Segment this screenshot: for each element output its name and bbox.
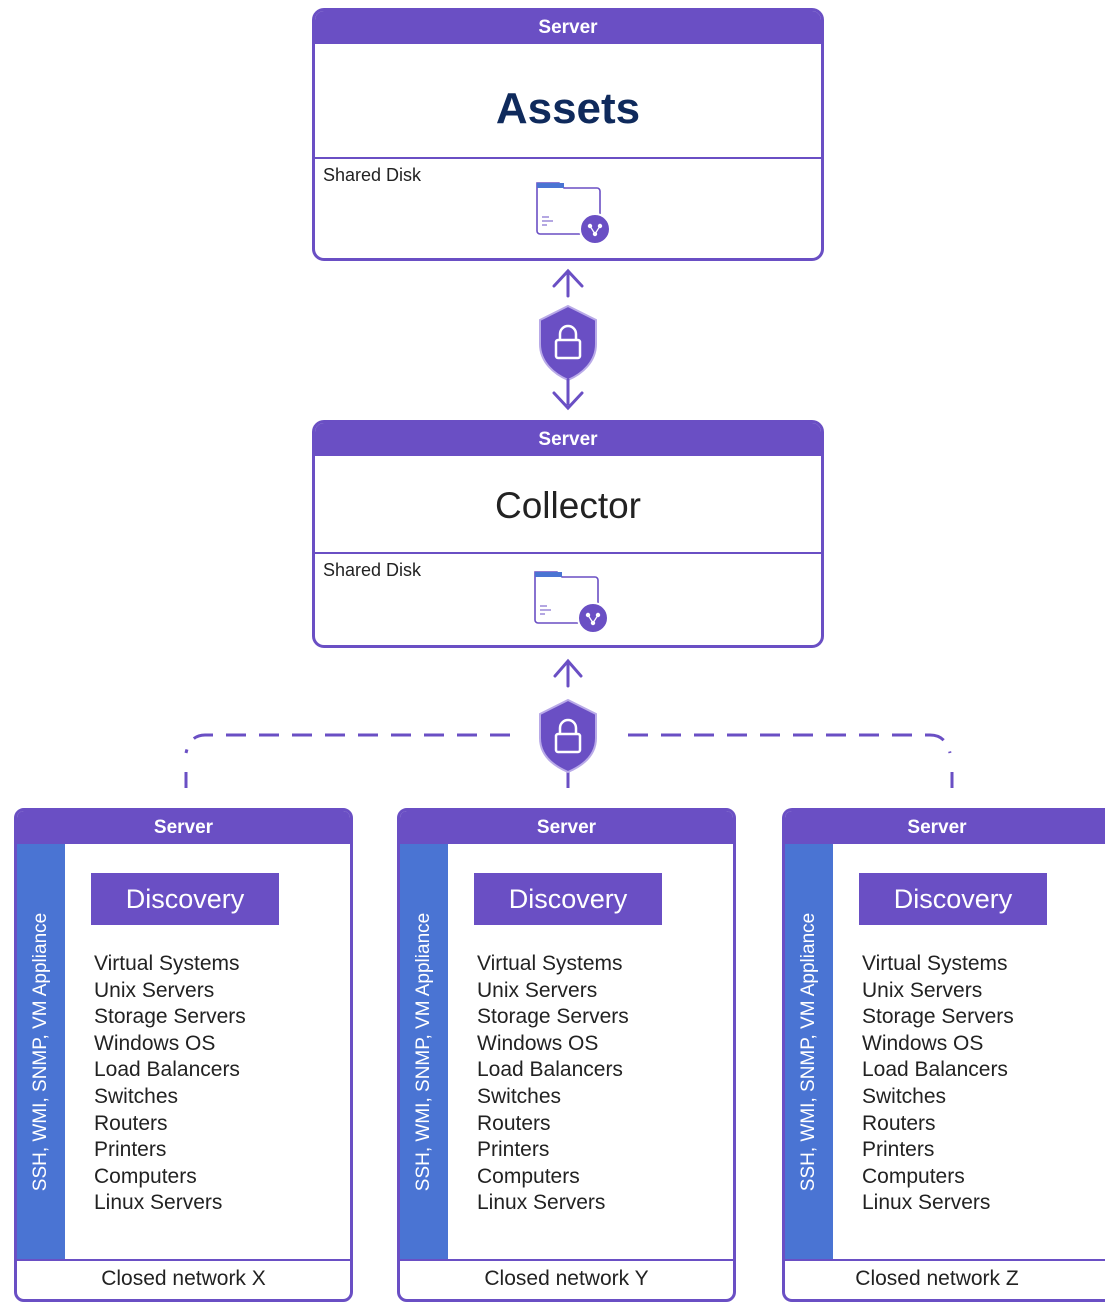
list-item: Windows OS [862,1031,984,1055]
dashed-drop-ticks [184,772,954,788]
protocol-label: SSH, WMI, SNMP, VM Appliance [798,912,819,1191]
list-item: Virtual Systems [477,952,623,975]
shield-lock-icon [539,304,597,382]
discovery-server-header: Server [785,811,1105,844]
list-item: Virtual Systems [862,952,1008,975]
list-item: Computers [862,1164,965,1188]
list-item: Routers [94,1111,168,1135]
collector-title: Collector [495,485,641,526]
dashed-branch-lines [184,733,952,754]
collector-server-header: Server [315,423,821,456]
list-item: Linux Servers [94,1191,223,1215]
shared-disk-folder-icon [534,571,609,634]
list-item: Load Balancers [477,1058,623,1082]
list-item: Printers [94,1138,167,1162]
device-list: Virtual Systems Unix Servers Storage Ser… [477,951,629,1217]
collector-shared-disk-label: Shared Disk [323,560,422,580]
list-item: Virtual Systems [94,952,240,975]
discovery-server-y: Server SSH, WMI, SNMP, VM Appliance Disc… [397,808,736,1302]
collector-shared-disk: Shared Disk [315,552,821,645]
discovery-server-x: Server SSH, WMI, SNMP, VM Appliance Disc… [14,808,353,1302]
list-item: Storage Servers [862,1005,1014,1029]
list-item: Switches [477,1084,562,1108]
list-item: Unix Servers [94,978,215,1002]
discovery-server-header: Server [400,811,733,844]
device-list: Virtual Systems Unix Servers Storage Ser… [94,951,246,1217]
network-label: Closed network Y [400,1259,733,1299]
list-item: Windows OS [477,1031,599,1055]
assets-title: Assets [495,84,641,133]
list-item: Unix Servers [862,978,983,1002]
chevron-up-icon [553,658,583,688]
list-item: Routers [862,1111,936,1135]
list-item: Printers [477,1138,550,1162]
assets-server-header: Server [315,11,821,44]
list-item: Load Balancers [94,1058,240,1082]
assets-collector-connector [539,268,597,411]
list-item: Linux Servers [477,1191,606,1215]
collector-discovery-connector [184,658,954,788]
protocol-bar: SSH, WMI, SNMP, VM Appliance [17,844,65,1259]
list-item: Switches [862,1084,947,1108]
list-item: Switches [94,1084,179,1108]
discovery-button[interactable]: Discovery [474,873,662,925]
list-item: Computers [94,1164,197,1188]
assets-shared-disk-label: Shared Disk [323,165,422,185]
discovery-button[interactable]: Discovery [91,873,279,925]
list-item: Windows OS [94,1031,216,1055]
list-item: Computers [477,1164,580,1188]
shield-lock-icon [539,698,597,774]
discovery-server-z: Server SSH, WMI, SNMP, VM Appliance Disc… [782,808,1105,1302]
assets-shared-disk: Shared Disk [315,157,821,258]
network-label: Closed network X [17,1259,350,1299]
discovery-button[interactable]: Discovery [859,873,1047,925]
list-item: Linux Servers [862,1191,991,1215]
chevron-up-icon [552,268,584,298]
list-item: Storage Servers [94,1005,246,1029]
protocol-bar: SSH, WMI, SNMP, VM Appliance [400,844,448,1259]
list-item: Routers [477,1111,551,1135]
network-label: Closed network Z [785,1259,1105,1299]
device-list: Virtual Systems Unix Servers Storage Ser… [862,951,1014,1217]
collector-server: Server Collector Shared Disk [312,420,824,648]
list-item: Load Balancers [862,1058,1008,1082]
list-item: Storage Servers [477,1005,629,1029]
protocol-bar: SSH, WMI, SNMP, VM Appliance [785,844,833,1259]
protocol-label: SSH, WMI, SNMP, VM Appliance [413,912,434,1191]
protocol-label: SSH, WMI, SNMP, VM Appliance [30,912,51,1191]
list-item: Printers [862,1138,935,1162]
list-item: Unix Servers [477,978,598,1002]
chevron-down-icon [552,378,584,411]
discovery-server-header: Server [17,811,350,844]
assets-server: Server Assets Shared Disk [312,8,824,261]
shared-disk-folder-icon [536,182,611,245]
